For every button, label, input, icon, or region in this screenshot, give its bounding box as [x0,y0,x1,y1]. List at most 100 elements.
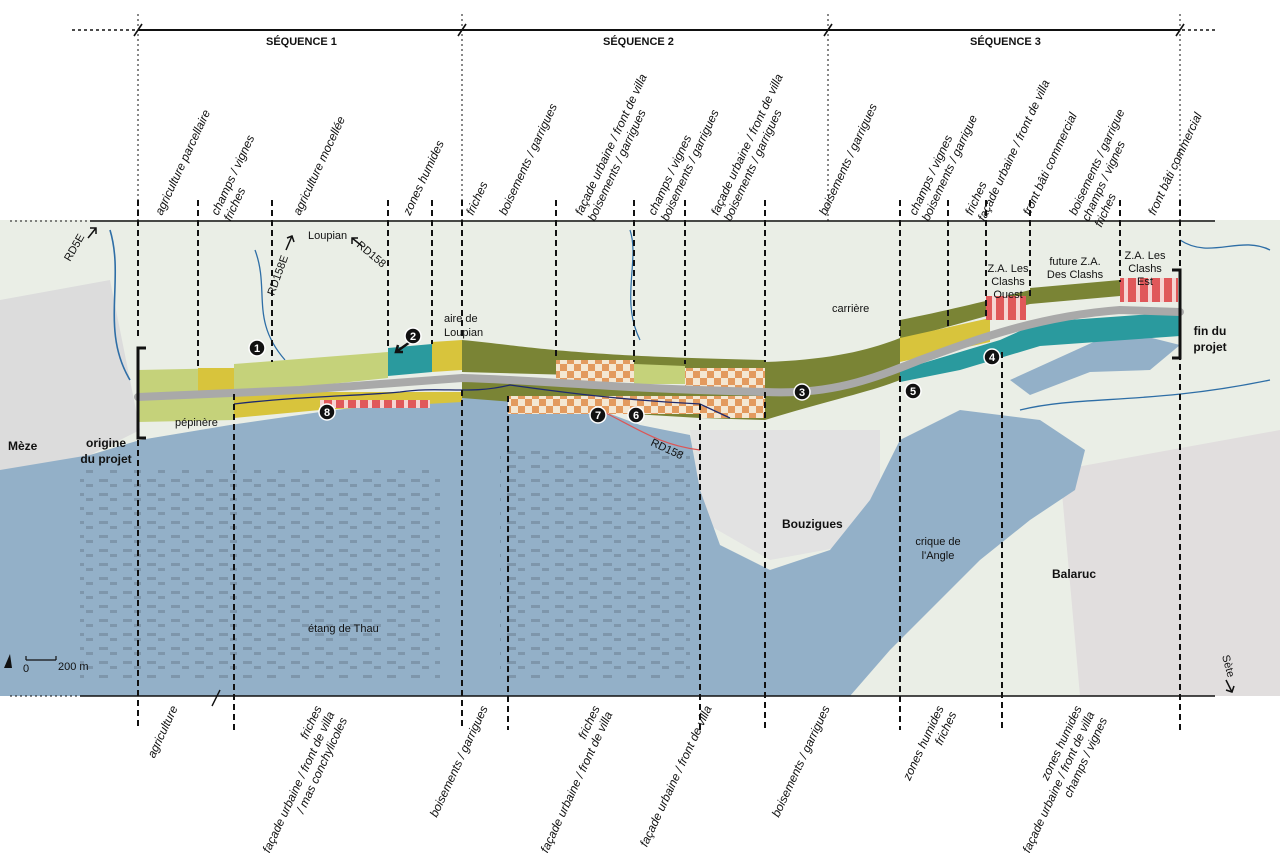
oyster-tables-center [500,450,690,680]
markers: 1 2 3 4 5 6 7 8 [248,327,1001,424]
scale-distance: 200 m [58,661,89,673]
sequence-label: SÉQUENCE 3 [970,35,1041,48]
stream-5 [629,229,641,341]
svg-text:1: 1 [254,343,260,355]
top-label: boisements / garrigues [496,101,560,217]
place-meze: Mèze [8,439,38,453]
band-friches-1 [432,340,462,372]
bottom-label: frichesfaçade urbaine / front de villa/ … [247,703,350,853]
marker: 2 [404,327,422,345]
top-label: façade urbaine / front de villaboisement… [708,71,799,223]
band-commercial-2 [1120,278,1178,302]
top-label: agriculture parcellaire [152,107,213,217]
place-za-future: future Z.A.Des Clashs [1047,256,1104,281]
top-label: agriculture mocellée [290,114,348,218]
band-fields-1 [198,368,234,392]
top-label: champs / vignesfriches [208,133,270,223]
top-labels: agriculture parcellaire champs / vignesf… [152,71,1205,229]
town-meze-area [0,280,140,470]
bottom-label: frichesfaçade urbaine / front de villa [525,703,616,853]
sequence-ticks [133,23,1185,37]
svg-text:6: 6 [633,410,639,422]
band-checker-2 [685,368,765,388]
place-balaruc: Balaruc [1052,567,1096,581]
marker: 1 [248,339,266,357]
scale-bar: 0 200 m [4,654,89,675]
svg-text:2: 2 [410,331,416,343]
place-pepiniere: pépinère [175,417,218,429]
town-bouzigues-area [690,430,880,560]
marker: 8 [318,403,336,421]
bottom-label: boisements / garrigues [769,703,833,819]
upper-transect-lines [137,200,1181,368]
sequence-label: SÉQUENCE 1 [266,35,337,48]
stream-2 [254,249,286,361]
scale-zero: 0 [23,663,29,675]
band-agri-2 [234,352,388,394]
top-label: boisements / garriguechamps / vignesfric… [1066,106,1153,229]
end-bracket [1172,268,1182,360]
band-commercial-1 [986,296,1026,320]
place-sete: Sète [1219,654,1236,679]
bottom-label: zones humidesfaçade urbaine / front de v… [1007,703,1110,853]
band-fields-3 [900,318,990,362]
town-balaruc-area [1060,430,1280,696]
band-commercial-3 [320,400,430,408]
svg-text:4: 4 [989,352,996,364]
marker: 7 [589,406,607,424]
origin-bracket [136,346,146,440]
place-etang-de-thau: étang de Thau [308,623,379,635]
top-label: friches [463,179,491,217]
svg-text:8: 8 [324,407,330,419]
road-rd613 [134,305,1184,401]
band-forest-4 [1030,280,1120,304]
svg-text:5: 5 [910,386,916,398]
bottom-labels: agriculture frichesfaçade urbaine / fron… [144,703,1110,853]
svg-text:7: 7 [595,410,601,422]
marker: 3 [793,383,811,401]
stream-1 [109,229,131,381]
arrow-sete-icon [1225,679,1235,693]
place-bouzigues: Bouzigues [782,517,843,531]
sequence-slash [211,689,221,707]
rd158-road [599,409,701,451]
lagoon-balaruc-creek [1010,330,1180,395]
band-fields-2 [634,364,685,384]
band-checker-4 [700,396,765,418]
top-label: front bâti commercial [1145,110,1205,217]
north-arrow-icon [4,654,12,668]
stream-3 [1019,379,1271,411]
marker: 5 [904,382,922,400]
lower-transect-lines [137,334,1181,730]
oyster-tables-west [80,470,440,680]
corridor-bands [134,278,1184,451]
arrow-rd158e-icon [285,235,295,251]
sequence-label: SÉQUENCE 2 [603,35,674,48]
place-carriere: carrière [832,303,869,315]
top-label: boisements / garrigues [816,101,880,217]
band-wetland-2 [900,312,1180,382]
arrow-rd158-icon [351,237,363,247]
arrow-rd5e-icon [87,227,97,239]
marker: 6 [627,406,645,424]
arrows [87,227,1235,693]
bottom-label: façade urbaine / front de villa [637,703,715,849]
stream-4 [1179,239,1271,251]
cycle-path [233,384,731,419]
band-checker-1 [556,360,634,382]
bottom-label: boisements / garrigues [427,703,491,819]
place-loupian: Loupian [308,230,347,242]
bottom-label: zones humidesfriches [899,703,959,789]
svg-text:3: 3 [799,387,805,399]
marker: 4 [983,348,1001,366]
bottom-label: agriculture [144,703,181,760]
band-checker-3 [508,396,704,414]
top-label: zones humides [400,138,447,218]
